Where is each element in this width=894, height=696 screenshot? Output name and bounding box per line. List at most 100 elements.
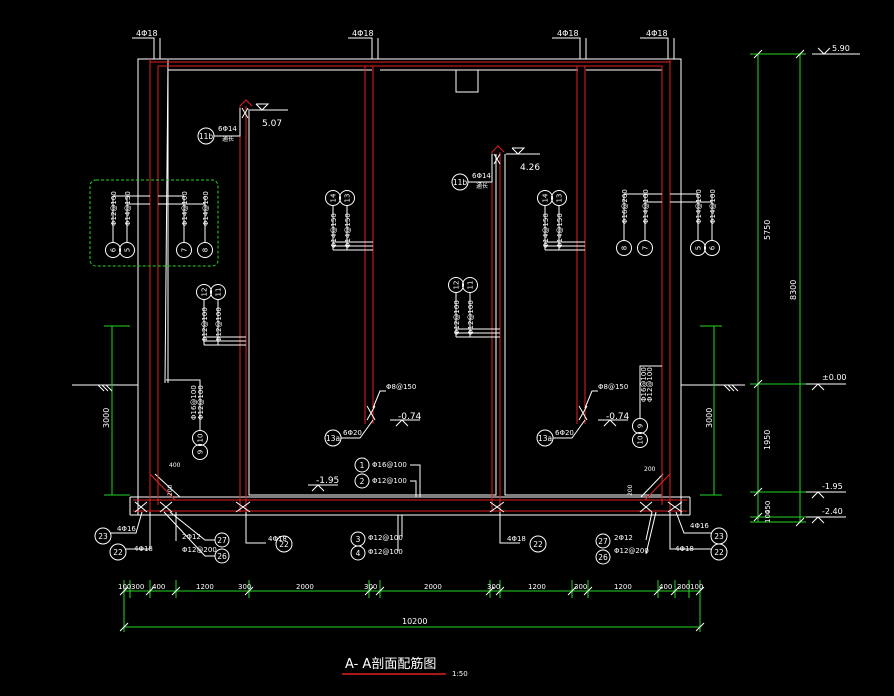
right-dimension: 5750 8300 1950 450 100 xyxy=(750,49,806,527)
callout-number: 11b xyxy=(199,132,214,141)
callout-circle xyxy=(196,284,212,300)
rebar-label: Φ12@100 xyxy=(368,548,403,556)
callout-number: 4 xyxy=(356,549,361,558)
callout-circle xyxy=(325,190,341,206)
callout-circle xyxy=(632,432,648,448)
rebar-label: 4Φ18 xyxy=(507,535,526,543)
callout-circle xyxy=(354,457,370,473)
elevation-label: -1.95 xyxy=(316,476,339,486)
dimension-label: 100 xyxy=(764,510,772,523)
rebar-label: Φ14@100 xyxy=(642,189,650,224)
leader-line xyxy=(214,108,241,137)
dimension-label: 3000 xyxy=(705,408,714,428)
dimension-label: 1950 xyxy=(763,430,772,450)
callout-number: 5 xyxy=(124,248,132,252)
leader-line xyxy=(645,511,657,555)
top-rebar-label: 4Φ18 xyxy=(646,29,668,38)
elevation-label: -2.40 xyxy=(822,507,843,516)
leader-line xyxy=(372,390,386,409)
callout-number: 26 xyxy=(598,553,608,562)
callout-number: 10 xyxy=(637,436,645,445)
concrete-outline xyxy=(72,58,745,516)
callout-number: 27 xyxy=(217,536,227,545)
callout-circle xyxy=(354,473,370,489)
callout-number: 13a xyxy=(538,434,552,443)
rebar-label: Φ14@150 xyxy=(542,213,550,248)
callout-number: 23 xyxy=(714,532,724,541)
elevation-marks: 5.07 4.26 -0.74 -0.74 -1.95 5.90 ±0.00 -… xyxy=(250,44,860,524)
callout-circle xyxy=(710,543,728,561)
callout-number: 13 xyxy=(344,194,352,203)
callout-circle xyxy=(109,543,127,561)
callout-number: 7 xyxy=(181,248,189,252)
leader-line xyxy=(163,511,215,557)
top-rebar-label: 4Φ18 xyxy=(136,29,158,38)
callout-number: 23 xyxy=(98,532,108,541)
callout-number: 2 xyxy=(360,477,365,486)
elevation-label: 5.90 xyxy=(832,44,850,53)
dimension-label: 1200 xyxy=(614,583,632,591)
leader-line xyxy=(468,154,493,183)
callout-circle xyxy=(94,527,112,545)
callout-number: 27 xyxy=(598,537,608,546)
rebar-label: Φ8@150 xyxy=(386,383,416,391)
rebar-label: 2Φ12 xyxy=(614,534,633,542)
rebar-label: Φ14@100 xyxy=(709,189,717,224)
callout-circle xyxy=(537,190,553,206)
elevation-label: 5.07 xyxy=(262,119,282,129)
rebar-label: 6Φ20 xyxy=(555,429,574,437)
dimension-label: 300 xyxy=(238,583,251,591)
rebar-label: Φ16@100 xyxy=(190,385,198,420)
callout-circle xyxy=(462,277,478,293)
callout-number: 7 xyxy=(642,246,650,250)
callout-number: 14 xyxy=(330,193,338,202)
dimension-label: 300 xyxy=(677,583,690,591)
dimension-label: 400 xyxy=(659,583,672,591)
leader-line xyxy=(166,379,201,430)
dimension-label: 8300 xyxy=(789,280,798,300)
leader-line xyxy=(499,512,520,544)
leader-line xyxy=(410,464,421,497)
rebar-label: Φ12@100 xyxy=(646,367,654,402)
rebar-label: Φ14@150 xyxy=(556,213,564,248)
rebar-label: Φ12@100 xyxy=(368,534,403,542)
leader-line xyxy=(111,511,143,534)
elevation-label: -0.74 xyxy=(606,412,630,422)
rebar-label: Φ16@100 xyxy=(372,461,407,469)
dimension-label: 5750 xyxy=(763,220,772,240)
rebar-label: 通长 xyxy=(222,135,234,143)
drawing-title: A- A剖面配筋图 xyxy=(345,656,436,672)
callout-circle xyxy=(176,242,192,258)
callout-number: 1 xyxy=(360,461,365,470)
rebar-label: Φ14@150 xyxy=(344,213,352,248)
callout-number: 22 xyxy=(714,548,724,557)
drawing-scale: 1:50 xyxy=(452,670,468,678)
dimension-label: 400 xyxy=(152,583,165,591)
leader-line xyxy=(584,390,598,409)
callout-circle xyxy=(197,242,213,258)
callout-circle xyxy=(595,549,611,565)
leader-line xyxy=(645,511,653,541)
callout-number: 9 xyxy=(197,450,205,454)
rebar-label: Φ14@100 xyxy=(202,191,210,226)
callout-number: 6 xyxy=(709,245,717,250)
callout-circle xyxy=(339,190,355,206)
callout-number: 9 xyxy=(637,424,645,428)
callout-number: 11 xyxy=(467,281,475,290)
rebar-label: Φ12@100 xyxy=(467,300,475,335)
rebar-label: 4Φ16 xyxy=(117,525,136,533)
callout-circle xyxy=(704,240,720,256)
callout-number: 13a xyxy=(326,434,340,443)
callout-circle xyxy=(632,418,648,434)
callout-number: 13 xyxy=(556,194,564,203)
rebar-label: Φ12@100 xyxy=(453,300,461,335)
highlight-box xyxy=(89,179,219,267)
callout-circle xyxy=(275,535,293,553)
elevation-label: 4.26 xyxy=(520,163,540,173)
dimension-label: 100 xyxy=(118,583,131,591)
rebar-lines xyxy=(133,59,687,512)
rebar-label: Φ12@100 xyxy=(215,307,223,342)
dimension-label: 1200 xyxy=(528,583,546,591)
